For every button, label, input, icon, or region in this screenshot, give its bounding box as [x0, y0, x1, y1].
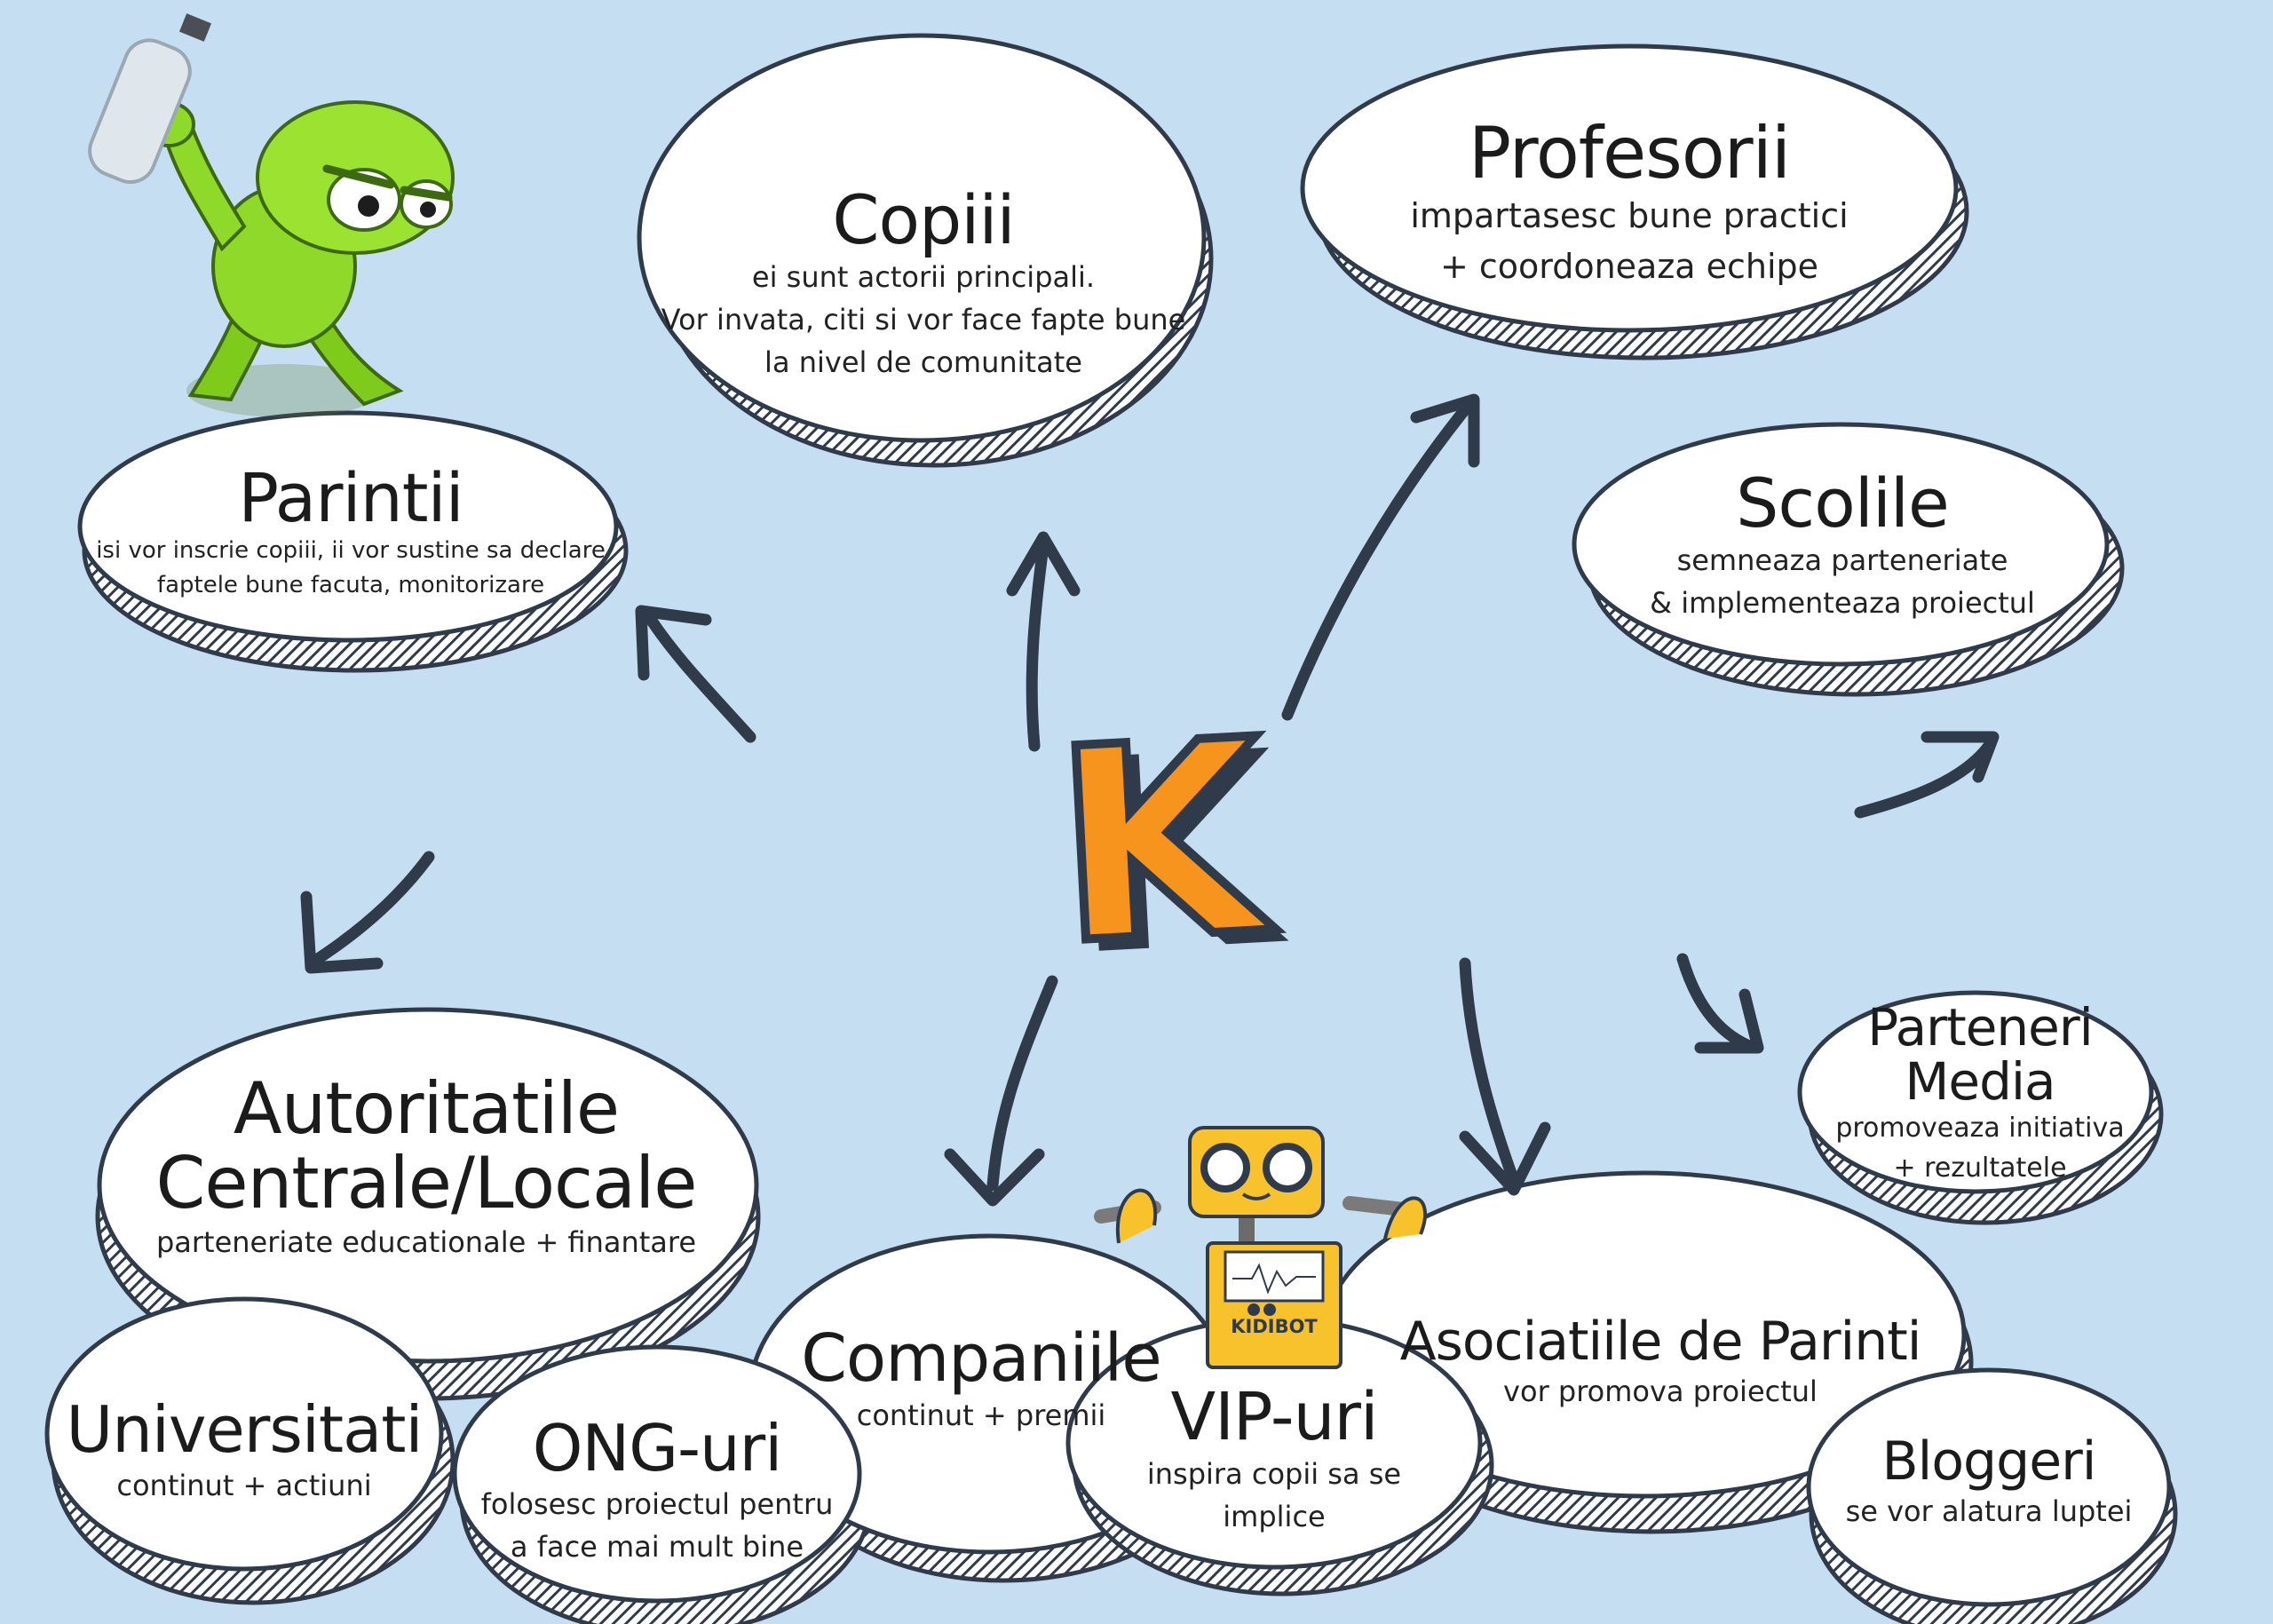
bubbles — [44, 33, 2172, 1607]
alien-mascot-icon — [88, 13, 455, 417]
node-description: vor promova proiectul — [1503, 1374, 1818, 1408]
node-title-line: Autoritatile — [233, 1067, 620, 1150]
node-title: Universitati — [66, 1392, 424, 1468]
plastic-bottle-icon — [88, 13, 212, 184]
node-description: ei sunt actorii principali. Vor invata, … — [661, 259, 1186, 379]
node-bloggeri: Bloggeri se vor alatura luptei — [1833, 1416, 2144, 1549]
node-title: Copiii — [832, 180, 1015, 260]
node-parintii: Parintii isi vor inscrie copiii, ii vor … — [89, 453, 613, 613]
k-logo: K — [1044, 678, 1275, 1008]
node-parteneri-media: Parteneri Media promoveaza initiativa + … — [1811, 1000, 2149, 1184]
node-asociatiile: Asociatiile de Parinti vor promova proie… — [1385, 1296, 1936, 1430]
node-description: promoveaza initiativa + rezultatele — [1835, 1113, 2125, 1184]
node-companiile: Companiile continut + premii — [790, 1310, 1172, 1452]
arrows — [300, 393, 2000, 1207]
node-description: inspira copii sa se implice — [1146, 1456, 1402, 1533]
node-title: Scolile — [1736, 463, 1950, 543]
node-title-line: Centrale/Locale — [155, 1142, 697, 1224]
node-title: VIP-uri — [1170, 1379, 1378, 1456]
node-copiii: Copiii ei sunt actorii principali. Vor i… — [657, 160, 1190, 408]
node-title: ONG-uri — [532, 1411, 783, 1486]
node-autoritatile: Autoritatile Centrale/Locale parteneriat… — [124, 1052, 728, 1283]
node-description: impartasesc bune practici + coordoneaza … — [1410, 196, 1849, 286]
node-title: Companiile — [801, 1320, 1161, 1398]
node-universitati: Universitati continut + actiuni — [66, 1385, 424, 1518]
node-ong: ONG-uri folosesc proiectul pentru a face… — [479, 1403, 835, 1580]
node-description: continut + premii — [856, 1398, 1106, 1432]
node-title: Parintii — [238, 458, 464, 538]
node-description: isi vor inscrie copiii, ii vor sustine s… — [96, 536, 606, 598]
robot-label: KIDIBOT — [1231, 1316, 1318, 1337]
kidibot-robot-icon — [1094, 1126, 1427, 1369]
node-scolile: Scolile semneaza parteneriate & implemen… — [1598, 457, 2087, 635]
node-profesorii: Profesorii impartasesc bune practici + c… — [1345, 98, 1913, 311]
node-description: semneaza parteneriate & implementeaza pr… — [1650, 543, 2035, 620]
node-description: folosesc proiectul pentru a face mai mul… — [480, 1486, 834, 1564]
node-title: Profesorii — [1468, 112, 1791, 194]
node-description: se vor alatura luptei — [1845, 1493, 2133, 1528]
node-title: Parteneri Media — [1867, 996, 2094, 1112]
node-description: parteneriate educationale + finantare — [155, 1225, 697, 1259]
node-vip: VIP-uri inspira copii sa se implice — [1101, 1382, 1447, 1533]
node-title: Bloggeri — [1881, 1430, 2097, 1493]
node-title: Asociatiile de Parinti — [1399, 1310, 1922, 1373]
node-description: continut + actiuni — [116, 1468, 372, 1502]
